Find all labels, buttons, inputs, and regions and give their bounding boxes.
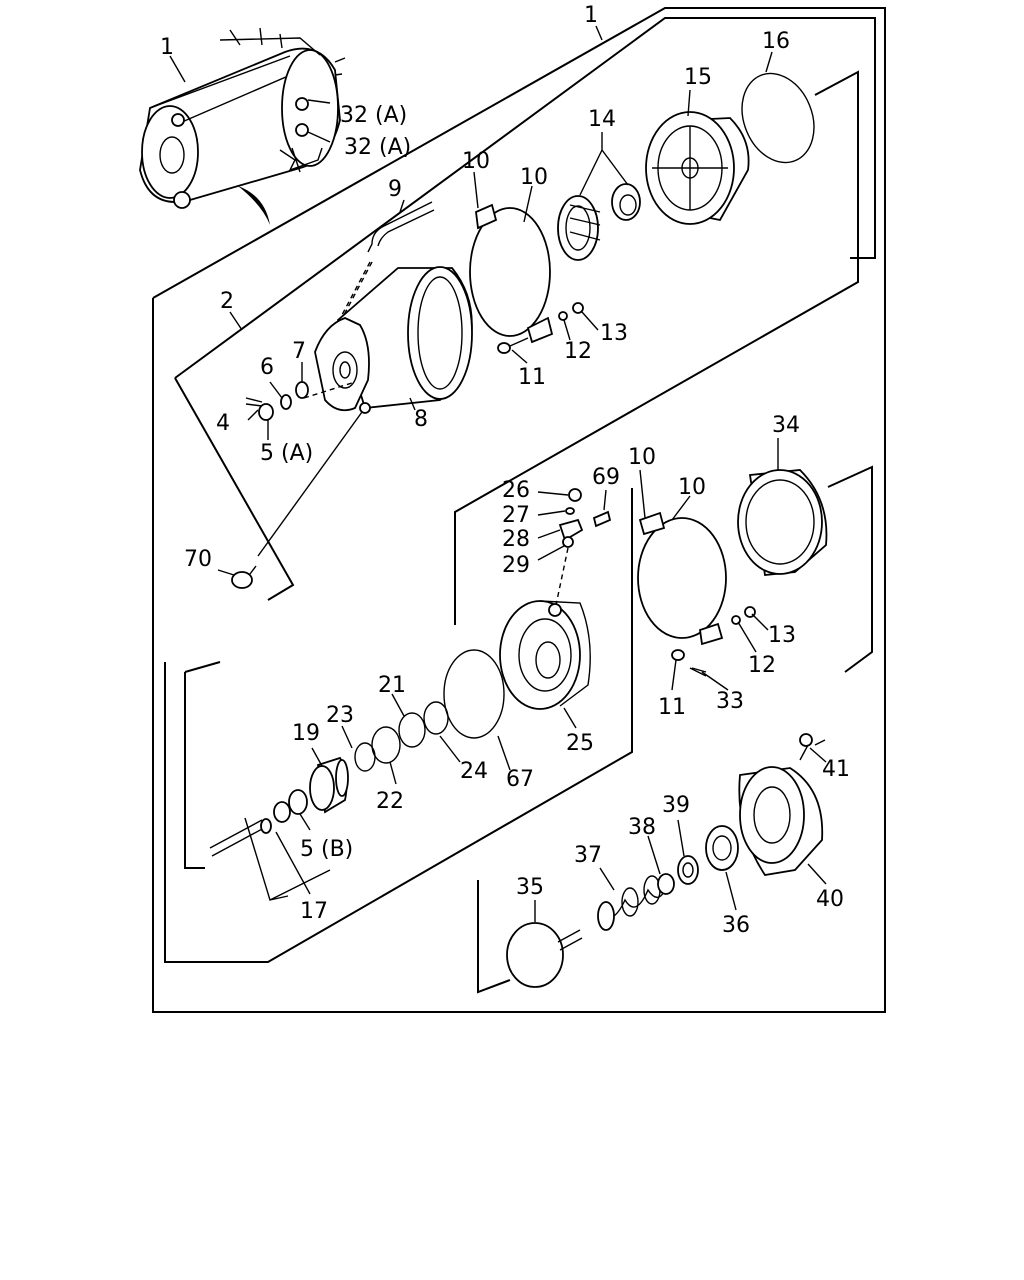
rings-21-24	[354, 649, 505, 772]
group-frame-upper	[174, 17, 876, 625]
callout-35: 35	[516, 875, 544, 900]
callout-1-left: 1	[160, 35, 174, 60]
callout-26: 26	[502, 478, 530, 503]
callout-69: 69	[592, 465, 620, 490]
callout-5b: 5 (B)	[300, 837, 353, 862]
callout-32a-lower: 32 (A)	[344, 135, 411, 160]
callout-22: 22	[376, 789, 404, 814]
callout-10-d: 10	[678, 475, 706, 500]
callout-37: 37	[574, 843, 602, 868]
callout-28: 28	[502, 527, 530, 552]
plate-35	[506, 922, 583, 988]
starter-assembly	[139, 27, 346, 209]
callout-36: 36	[722, 913, 750, 938]
piston-19	[309, 756, 349, 814]
callout-32a-upper: 32 (A)	[340, 103, 407, 128]
callout-7: 7	[292, 339, 306, 364]
callout-14: 14	[588, 107, 616, 132]
callout-11-lower: 11	[658, 695, 686, 720]
outer-frame	[152, 7, 886, 1013]
clamp-10-upper	[469, 203, 584, 354]
callout-38: 38	[628, 815, 656, 840]
pulley-15	[645, 111, 750, 225]
small-parts-upper	[245, 381, 356, 421]
callout-29: 29	[502, 553, 530, 578]
callout-25: 25	[566, 731, 594, 756]
shaft-17	[209, 789, 308, 857]
callout-6: 6	[260, 355, 274, 380]
callout-9: 9	[388, 177, 402, 202]
callout-16: 16	[762, 29, 790, 54]
pin-33	[689, 667, 707, 677]
callout-27: 27	[502, 503, 530, 528]
small-parts-26-29	[555, 488, 612, 606]
reference-arrow	[238, 186, 270, 225]
callout-11-upper: 11	[518, 365, 546, 390]
spring-37	[597, 875, 669, 931]
callout-23: 23	[326, 703, 354, 728]
callout-15: 15	[684, 65, 712, 90]
housing-40	[738, 733, 826, 876]
callout-40: 40	[816, 887, 844, 912]
callout-24: 24	[460, 759, 488, 784]
callout-1-top: 1	[584, 3, 598, 28]
seal-14	[557, 183, 641, 261]
callout-10-c: 10	[628, 445, 656, 470]
callout-5a: 5 (A)	[260, 441, 313, 466]
callout-70: 70	[184, 547, 212, 572]
callout-67: 67	[506, 767, 534, 792]
housing-25	[499, 600, 591, 710]
callout-12-upper: 12	[564, 339, 592, 364]
callout-34: 34	[772, 413, 800, 438]
cover-34	[737, 469, 828, 576]
leader-lines	[169, 25, 827, 922]
callout-4: 4	[216, 411, 230, 436]
callout-labels: 1 1 32 (A) 32 (A) 9 2 6 7 4 5 (A) 8 70 1…	[160, 3, 850, 938]
clamp-10-lower	[637, 511, 756, 673]
callout-8: 8	[414, 407, 428, 432]
callout-19: 19	[292, 721, 320, 746]
callout-2: 2	[220, 289, 234, 314]
callout-17: 17	[300, 899, 328, 924]
callout-13-upper: 13	[600, 321, 628, 346]
seals-36-39	[657, 825, 739, 895]
callout-10-b: 10	[520, 165, 548, 190]
nipple-70	[231, 411, 363, 589]
callout-33: 33	[716, 689, 744, 714]
callout-10-a: 10	[462, 149, 490, 174]
callout-12-lower: 12	[748, 653, 776, 678]
callout-41: 41	[822, 757, 850, 782]
callout-13-lower: 13	[768, 623, 796, 648]
cylinder-8	[314, 266, 473, 414]
ring-16	[741, 72, 815, 164]
group-frame-lower	[164, 465, 873, 994]
callout-21: 21	[378, 673, 406, 698]
callout-39: 39	[662, 793, 690, 818]
